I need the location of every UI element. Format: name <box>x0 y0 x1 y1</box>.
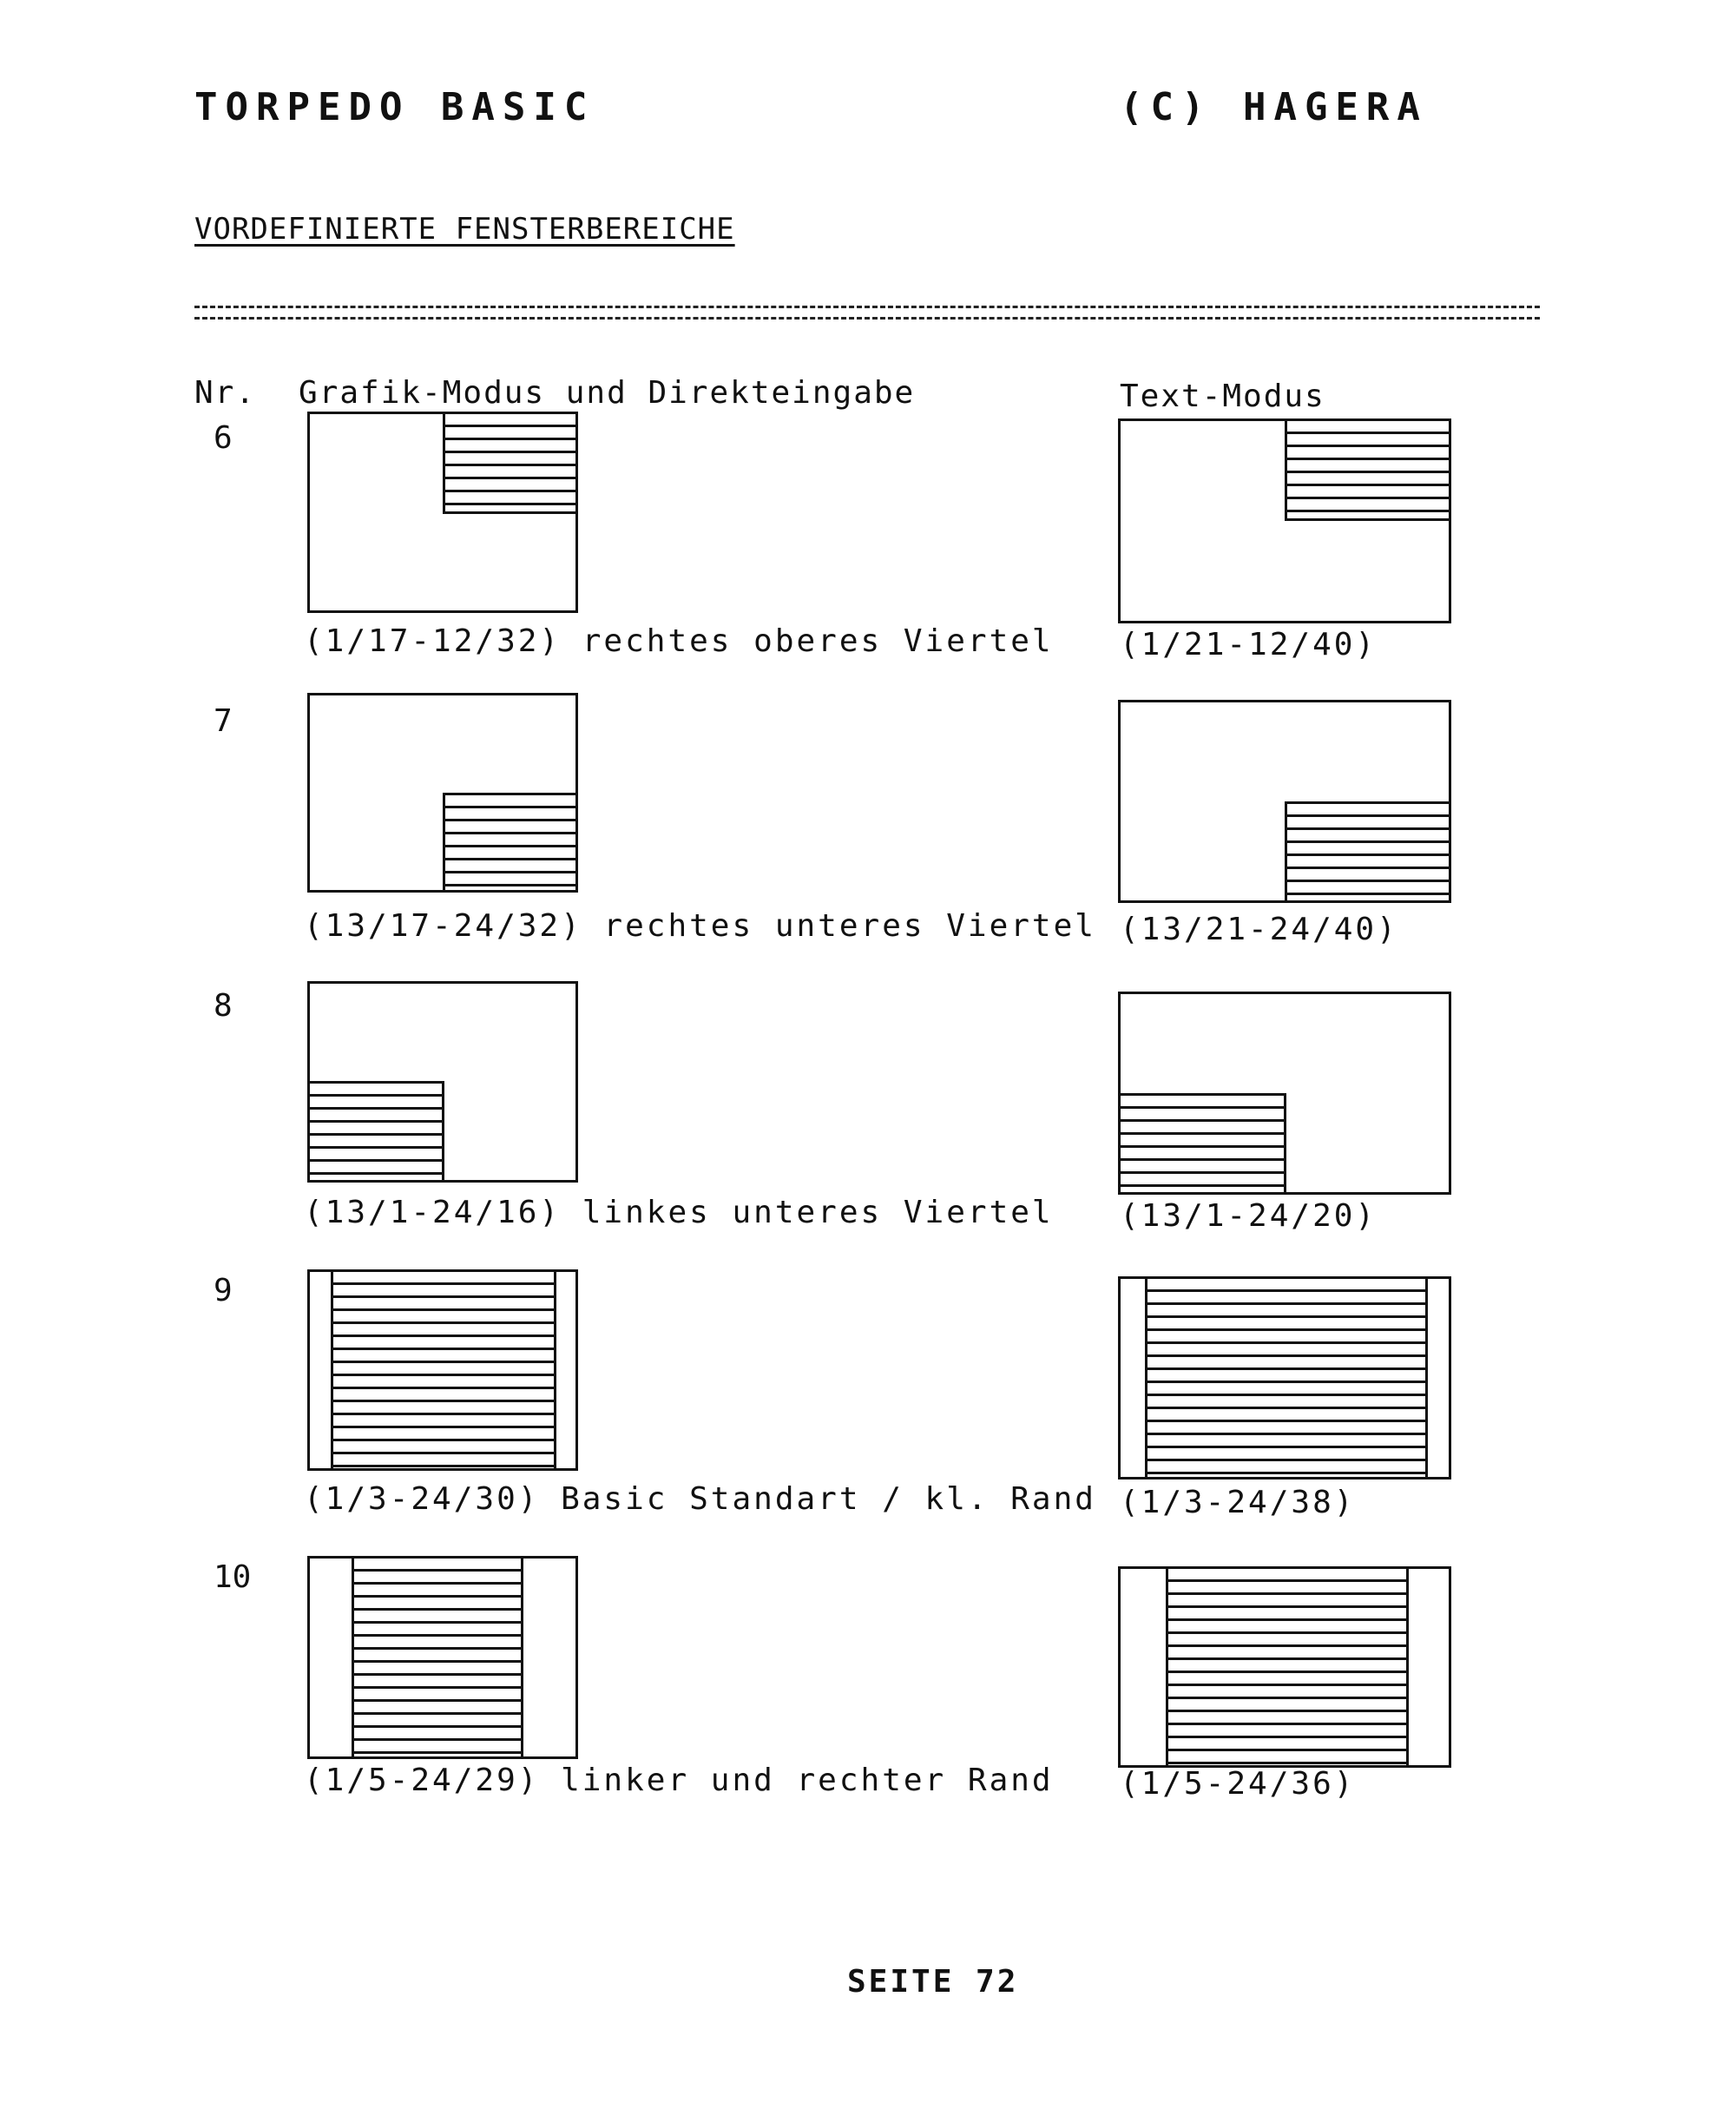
grafik-caption: (13/17-24/32) rechtes unteres Viertel <box>304 908 1096 944</box>
window-region <box>443 412 578 514</box>
grafik-window-diagram <box>307 693 578 893</box>
text-window-diagram <box>1118 1276 1451 1479</box>
row-number: 10 <box>214 1559 252 1595</box>
window-region <box>443 793 578 893</box>
grafik-caption: (13/1-24/16) linkes unteres Viertel <box>304 1195 1054 1230</box>
text-window-diagram <box>1118 992 1451 1195</box>
window-region <box>1145 1276 1428 1479</box>
grafik-window-diagram <box>307 1269 578 1471</box>
grafik-window-diagram <box>307 981 578 1183</box>
window-region <box>352 1556 523 1759</box>
window-region <box>331 1269 556 1471</box>
section-title: VORDEFINIERTE FENSTERBEREICHE <box>194 212 735 247</box>
window-region <box>1118 1093 1286 1195</box>
text-caption: (13/21-24/40) <box>1120 912 1398 947</box>
window-region <box>1285 801 1451 903</box>
document-header-left: TORPEDO BASIC <box>194 85 595 129</box>
document-header-right: (C) HAGERA <box>1120 85 1428 129</box>
row-number: 8 <box>214 988 233 1024</box>
grafik-window-diagram <box>307 1556 578 1759</box>
column-heading-grafik: Grafik-Modus und Direkteingabe <box>299 375 916 411</box>
text-caption: (1/5-24/36) <box>1120 1766 1356 1802</box>
grafik-window-diagram <box>307 412 578 613</box>
window-region <box>1285 418 1451 521</box>
row-number: 7 <box>214 703 233 739</box>
row-number: 9 <box>214 1273 233 1308</box>
text-caption: (1/3-24/38) <box>1120 1485 1356 1520</box>
column-heading-text: Text-Modus <box>1120 379 1325 414</box>
separator-rule <box>194 306 1540 320</box>
window-region <box>307 1081 444 1183</box>
text-window-diagram <box>1118 700 1451 903</box>
text-window-diagram <box>1118 1566 1451 1768</box>
page-number: SEITE 72 <box>847 1964 1019 2000</box>
grafik-caption: (1/3-24/30) Basic Standart / kl. Rand <box>304 1481 1096 1517</box>
text-caption: (1/21-12/40) <box>1120 627 1378 662</box>
row-number: 6 <box>214 420 233 456</box>
text-window-diagram <box>1118 418 1451 623</box>
text-caption: (13/1-24/20) <box>1120 1198 1378 1234</box>
grafik-caption: (1/5-24/29) linker und rechter Rand <box>304 1763 1054 1798</box>
window-region <box>1166 1566 1409 1768</box>
grafik-caption: (1/17-12/32) rechtes oberes Viertel <box>304 623 1054 659</box>
column-heading-nr: Nr. <box>194 375 257 411</box>
